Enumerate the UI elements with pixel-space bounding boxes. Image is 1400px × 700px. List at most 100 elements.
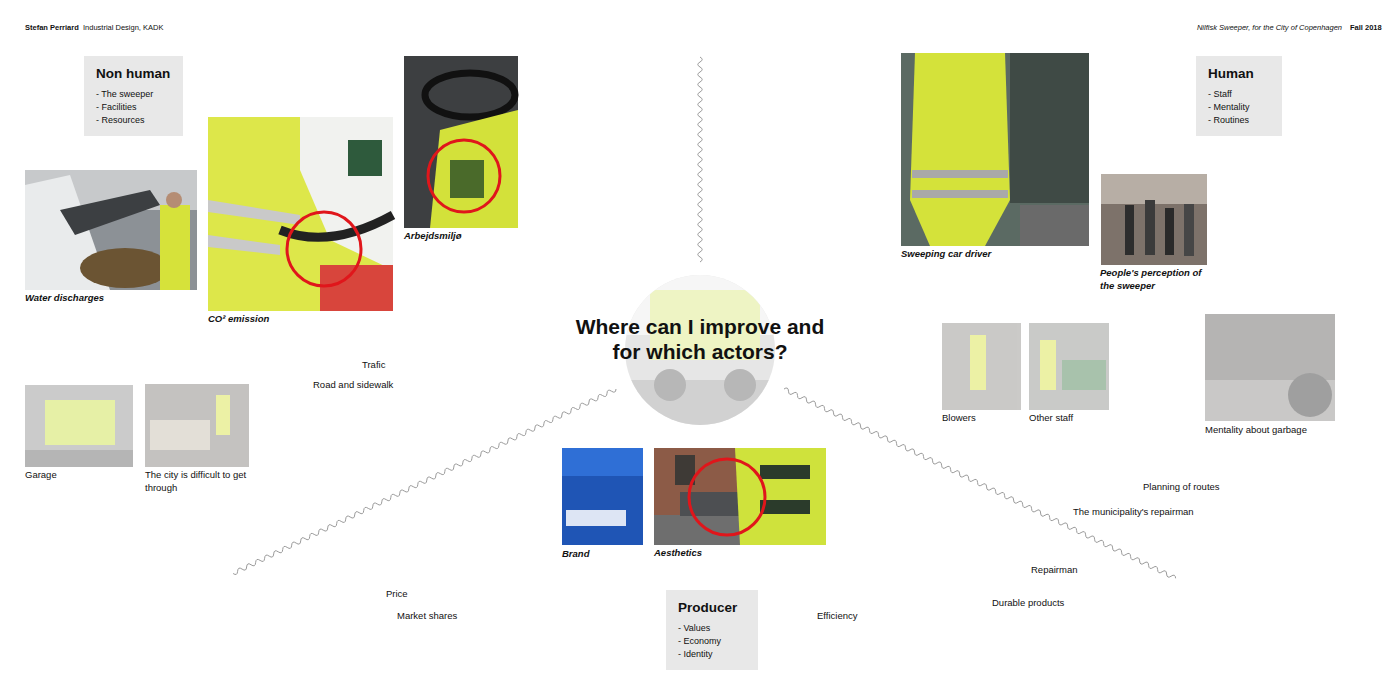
photo-person (1145, 200, 1155, 255)
category-box: Human - Staff- Mentality- Routines (1196, 56, 1282, 136)
photo-caption: Other staff (1029, 412, 1073, 425)
box-item: - Staff (1208, 88, 1270, 101)
photo-bg (942, 323, 1021, 410)
box-item: - Values (678, 622, 746, 635)
photo-bg (404, 56, 518, 228)
highlight-circle (689, 459, 765, 535)
photo-pump (320, 265, 393, 311)
photo-caption: Arbejdsmiljø (404, 230, 462, 243)
photo-caption: Mentality about garbage (1205, 424, 1307, 437)
photo-driver (901, 53, 1089, 246)
keyword: Trafic (362, 359, 385, 372)
photo-cart (1062, 360, 1106, 390)
keyword: Efficiency (817, 610, 857, 623)
photo-pocket (450, 160, 484, 198)
photo-people (1101, 174, 1207, 265)
photo-blowers (942, 323, 1021, 410)
photo-brand (562, 448, 643, 545)
photo-bg (145, 384, 249, 467)
photo-bg (901, 53, 1089, 246)
photo-worker (1040, 340, 1056, 390)
photo-worker (216, 395, 230, 435)
photo-wheel (1288, 373, 1332, 417)
photo-bg (1101, 174, 1207, 265)
photo-city (145, 384, 249, 467)
photo-co2 (208, 117, 393, 311)
keyword: The municipality's repairman (1073, 506, 1194, 519)
photo-caption: Water discharges (25, 292, 104, 305)
photo-wheel (724, 369, 756, 401)
photo-caption: Garage (25, 469, 57, 482)
photo-logo (348, 140, 382, 176)
photo-dirt (80, 248, 170, 288)
photo-bg (25, 170, 197, 290)
photo-work-env (404, 56, 518, 228)
photo-caption: People's perception of the sweeper (1100, 267, 1206, 293)
photo-lettering (760, 465, 810, 479)
photo-stripe (912, 190, 1008, 198)
keyword: Durable products (992, 597, 1064, 610)
photo-head (166, 192, 182, 208)
photo-pallets (150, 420, 210, 450)
photo-brush (1020, 205, 1089, 246)
photo-staff (1029, 323, 1109, 410)
photo-caption: Sweeping car driver (901, 248, 991, 261)
photo-bg (208, 117, 393, 311)
photo-truck (1010, 53, 1089, 203)
photo-water (25, 170, 197, 290)
photo-wheel (654, 369, 686, 401)
photo-stripe (912, 170, 1008, 178)
photo-caption: CO² emission (208, 313, 269, 326)
box-heading: Human (1208, 66, 1270, 82)
photo-van (45, 400, 115, 445)
central-question: Where can I improve and for which actors… (560, 314, 840, 364)
photo-panel (735, 448, 826, 545)
box-item: - Facilities (96, 101, 171, 114)
photo-hose (280, 215, 393, 237)
box-item: - Identity (678, 648, 746, 661)
highlight-circle (428, 140, 500, 212)
photo-bg (1029, 323, 1109, 410)
wavy-line (698, 57, 702, 262)
keyword: Repairman (1031, 564, 1077, 577)
wavy-line (233, 389, 616, 575)
box-item: - Mentality (1208, 101, 1270, 114)
photo-aesthetics (654, 448, 826, 545)
photo-bg (25, 385, 133, 467)
photo-garage (25, 385, 133, 467)
photo-floor (25, 450, 133, 467)
category-box: Producer- Values- Economy- Identity (666, 590, 758, 670)
photo-person (1125, 205, 1134, 255)
box-item: - Resources (96, 114, 171, 127)
photo-worker (160, 205, 190, 290)
box-item: - The sweeper (96, 88, 171, 101)
photo-coat (910, 53, 1010, 246)
keyword: Market shares (397, 610, 457, 623)
keyword: Road and sidewalk (313, 379, 393, 392)
photo-caption: The city is difficult to get through (145, 469, 255, 495)
highlight-circle (287, 212, 361, 286)
photo-person (1165, 208, 1174, 255)
photo-worker (970, 335, 986, 390)
photo-wheel (425, 73, 515, 117)
keyword: Price (386, 588, 408, 601)
semester: Fall 2018 (1350, 23, 1382, 33)
photo-sky (1101, 174, 1207, 204)
wavy-line (784, 388, 1176, 578)
photo-caption: Brand (562, 548, 589, 561)
project: Nilfisk Sweeper, for the City of Copenha… (1197, 23, 1342, 33)
photo-top (562, 448, 643, 476)
photo-stripe (208, 200, 300, 225)
category-box: Non human - The sweeper- Facilities- Reso… (84, 56, 183, 136)
photo-lettering (760, 500, 810, 514)
box-item: - Routines (1208, 114, 1270, 127)
photo-caption: Aesthetics (654, 547, 702, 560)
author: Stefan Perriard (25, 23, 79, 33)
photo-person (1184, 204, 1194, 256)
box-heading: Non human (96, 66, 171, 82)
photo-hopper (60, 190, 160, 235)
keyword: Planning of routes (1143, 481, 1220, 494)
photo-bg (562, 448, 643, 545)
school: Industrial Design, KADK (83, 23, 163, 33)
